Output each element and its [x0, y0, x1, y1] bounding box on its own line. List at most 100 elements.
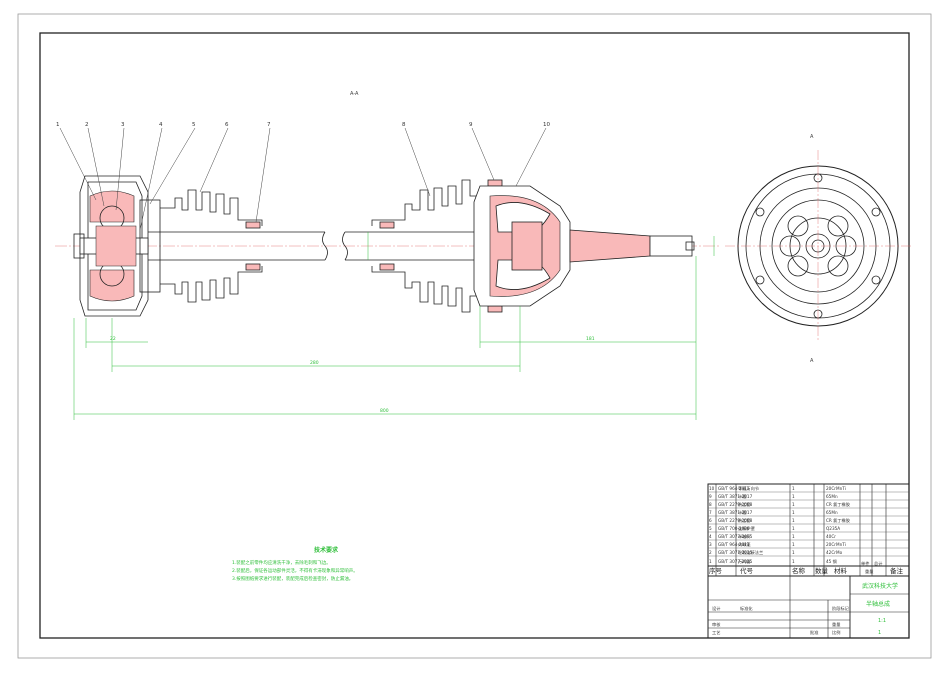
title-block	[707, 483, 910, 639]
svg-text:1: 1	[792, 486, 795, 491]
tech-line-1: 1.装配之前零件均应清洗干净，去除毛刺和飞边。	[232, 559, 331, 566]
svg-text:1: 1	[792, 559, 795, 564]
svg-text:1: 1	[792, 526, 795, 531]
svg-text:8: 8	[709, 502, 712, 507]
balloon-5: 5	[192, 122, 196, 128]
tech-line-3: 3.按照图纸要求进行装配，装配完成后检查密封，防止漏油。	[232, 575, 353, 582]
svg-text:CR 氯丁橡胶: CR 氯丁橡胶	[826, 501, 850, 508]
svg-text:序号: 序号	[709, 566, 723, 575]
balloon-8: 8	[402, 122, 406, 128]
tech-title: 技术要求	[314, 546, 339, 554]
section-mark-top: A	[810, 134, 814, 140]
svg-text:45 钢: 45 钢	[826, 558, 837, 565]
dim-mid: 280	[310, 360, 319, 366]
svg-text:GB/T 964-2011: GB/T 964-2011	[718, 486, 750, 491]
outer-frame	[17, 13, 932, 659]
balloon-10: 10	[543, 122, 550, 128]
svg-text:GB/T 3077-2015: GB/T 3077-2015	[718, 559, 753, 564]
label-stage: 阶段标记	[832, 605, 850, 612]
label-std: 标准化	[740, 605, 753, 612]
shaft	[148, 231, 560, 261]
svg-text:GB/T 3077-2015: GB/T 3077-2015	[718, 534, 753, 539]
svg-text:GB/T 3871-2017: GB/T 3871-2017	[718, 510, 753, 515]
balloon-4: 4	[159, 122, 163, 128]
svg-text:7: 7	[709, 510, 712, 515]
balloon-6: 6	[225, 122, 229, 128]
end-view	[725, 150, 912, 342]
school-name: 武汉科技大学	[862, 582, 898, 590]
outer-joint	[473, 185, 695, 307]
svg-text:5: 5	[709, 526, 712, 531]
svg-text:65Mn: 65Mn	[826, 510, 838, 515]
svg-text:6: 6	[709, 518, 712, 523]
sheet-value: 1	[878, 630, 881, 636]
svg-text:65Mn: 65Mn	[826, 494, 838, 499]
svg-text:GB/T 964-2011: GB/T 964-2011	[718, 542, 750, 547]
svg-text:防尘套: 防尘套	[738, 501, 751, 508]
svg-text:1: 1	[792, 502, 795, 507]
balloon-1: 1	[56, 122, 60, 128]
svg-text:1: 1	[792, 494, 795, 499]
section-label: A-A	[350, 91, 359, 97]
svg-text:卡箍: 卡箍	[738, 509, 747, 516]
svg-text:名称: 名称	[792, 566, 806, 575]
parts-list: 10 GB/T 964-2011 等速万向节 1 20CrMnTi 9 GB/T…	[709, 485, 850, 565]
svg-text:材料: 材料	[834, 566, 848, 575]
svg-text:数量: 数量	[815, 566, 829, 575]
svg-text:Q235A: Q235A	[826, 526, 840, 531]
balloon-3: 3	[121, 122, 125, 128]
svg-text:1: 1	[792, 510, 795, 515]
svg-text:CR 氯丁橡胶: CR 氯丁橡胶	[826, 517, 850, 524]
label-ratio: 比例	[832, 629, 840, 636]
dimension-lines	[73, 232, 715, 420]
title-block-rowlines	[708, 491, 909, 557]
svg-text:等速万向节: 等速万向节	[738, 485, 759, 492]
svg-text:GB/T 2279-2008: GB/T 2279-2008	[718, 502, 753, 507]
inner-frame	[39, 32, 910, 639]
svg-text:GB/T 2279-2008: GB/T 2279-2008	[718, 518, 753, 523]
svg-text:10: 10	[709, 486, 715, 491]
svg-text:4: 4	[709, 534, 712, 539]
svg-text:半轴杆: 半轴杆	[738, 533, 751, 540]
svg-text:重量: 重量	[865, 568, 873, 575]
balloon-labels: 1 2 3 4 5 6 7 8 9 10	[56, 122, 550, 128]
svg-text:1: 1	[792, 518, 795, 523]
svg-text:20CrMnTi: 20CrMnTi	[826, 486, 846, 491]
svg-text:GB/T 700-2006: GB/T 700-2006	[718, 526, 750, 531]
scale-value: 1:1	[878, 618, 886, 624]
svg-text:20CrMnTi: 20CrMnTi	[826, 542, 846, 547]
label-approve: 审核	[712, 621, 721, 628]
svg-text:万向器: 万向器	[738, 558, 751, 565]
svg-text:连接护罩: 连接护罩	[738, 525, 755, 532]
tech-line-2: 2.装配后，保证各运动部件灵活，不得有卡滞现象和异常响声。	[232, 567, 358, 574]
svg-text:1: 1	[792, 534, 795, 539]
dim-right: 181	[586, 336, 595, 342]
label-design: 设计	[712, 605, 720, 612]
dim-left-small: 22	[110, 336, 116, 342]
svg-text:轮毂连接法兰: 轮毂连接法兰	[738, 549, 763, 556]
svg-text:2: 2	[709, 550, 712, 555]
svg-text:代号: 代号	[740, 566, 754, 575]
right-boot	[371, 179, 503, 313]
svg-text:3: 3	[709, 542, 712, 547]
svg-text:40Cr: 40Cr	[826, 534, 836, 539]
svg-text:GB/T 3871-2017: GB/T 3871-2017	[718, 494, 753, 499]
svg-text:总计: 总计	[874, 560, 882, 567]
drawing-name: 半轴总成	[866, 600, 890, 608]
dim-overall: 800	[380, 408, 389, 414]
left-boot	[160, 189, 263, 303]
balloon-7: 7	[267, 122, 271, 128]
label-process: 工艺	[712, 630, 720, 635]
svg-text:单件: 单件	[861, 560, 869, 567]
svg-text:GB/T 3077-2015: GB/T 3077-2015	[718, 550, 753, 555]
svg-text:防尘套: 防尘套	[738, 517, 751, 524]
parts-header: 序号 代号 名称 数量 材料 单件 总计 重量 备注	[709, 560, 904, 575]
svg-text:备注: 备注	[890, 566, 904, 575]
svg-text:卡箍: 卡箍	[738, 493, 747, 500]
balloon-leaders	[59, 127, 547, 231]
balloon-2: 2	[85, 122, 89, 128]
svg-text:1: 1	[709, 559, 712, 564]
balloon-9: 9	[469, 122, 473, 128]
